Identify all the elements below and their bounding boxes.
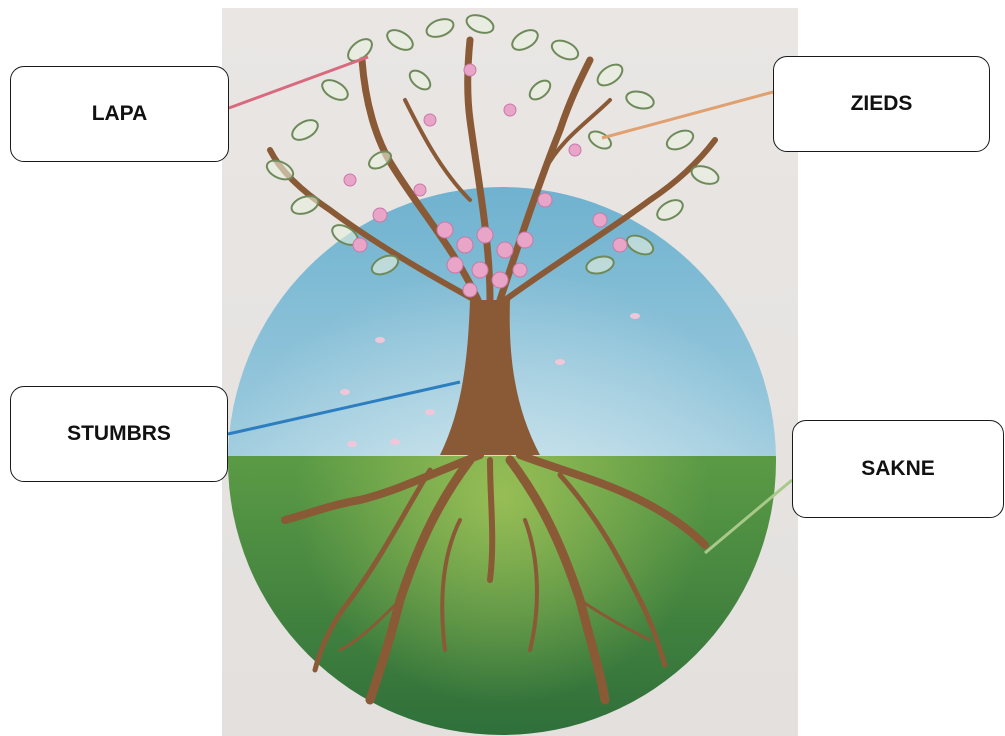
root-label: SAKNE [861, 457, 935, 481]
leaf-label-box: LAPA [10, 66, 229, 162]
flower-label: ZIEDS [851, 92, 913, 116]
trunk-label: STUMBRS [67, 422, 171, 446]
leaf-label: LAPA [92, 102, 148, 126]
leaf-pointer-line [229, 57, 368, 108]
trunk-label-box: STUMBRS [10, 386, 228, 482]
flower-label-box: ZIEDS [773, 56, 990, 152]
root-label-box: SAKNE [792, 420, 1004, 518]
